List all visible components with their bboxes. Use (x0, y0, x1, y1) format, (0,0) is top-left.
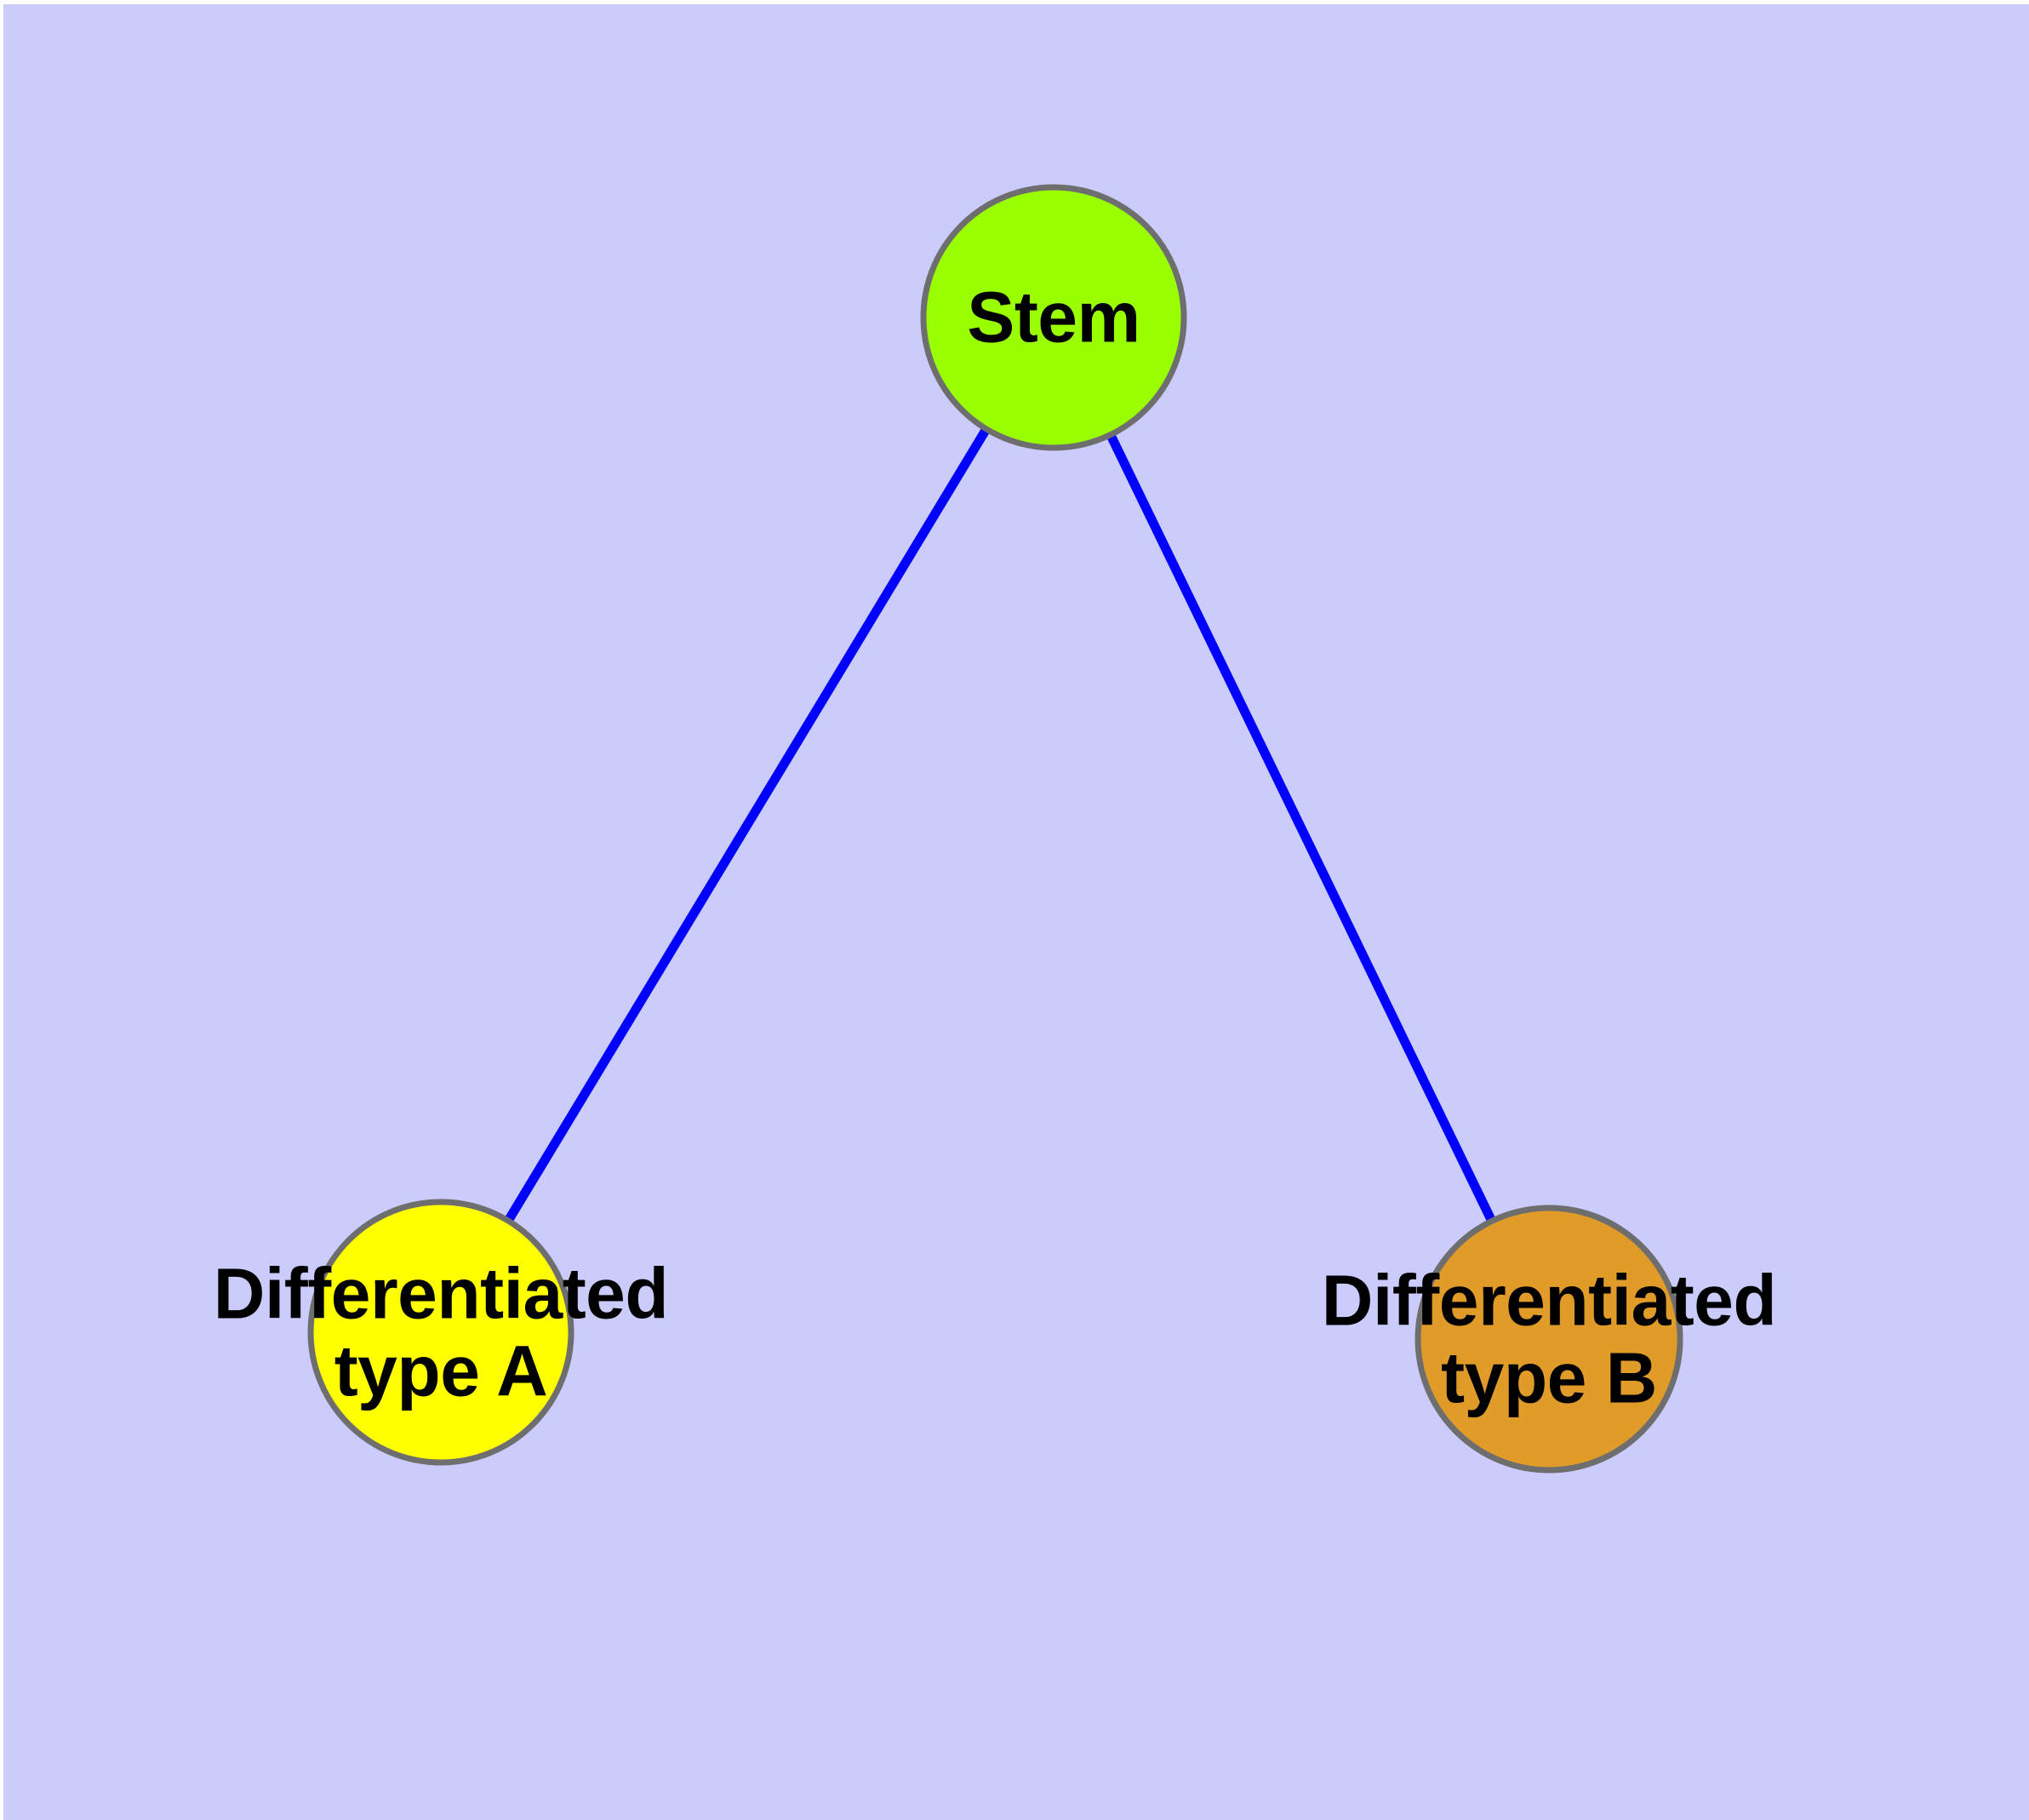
graph-node-diff_b[interactable] (1415, 1205, 1683, 1474)
nodes-group (307, 184, 1683, 1474)
graph-edge-stem-to-diff-b (1106, 434, 1495, 1222)
graph-edge-stem-to-diff-a (505, 427, 990, 1222)
edges-group (505, 427, 1495, 1222)
graph-node-stem[interactable] (920, 184, 1187, 451)
graph-node-diff_a[interactable] (307, 1199, 574, 1466)
